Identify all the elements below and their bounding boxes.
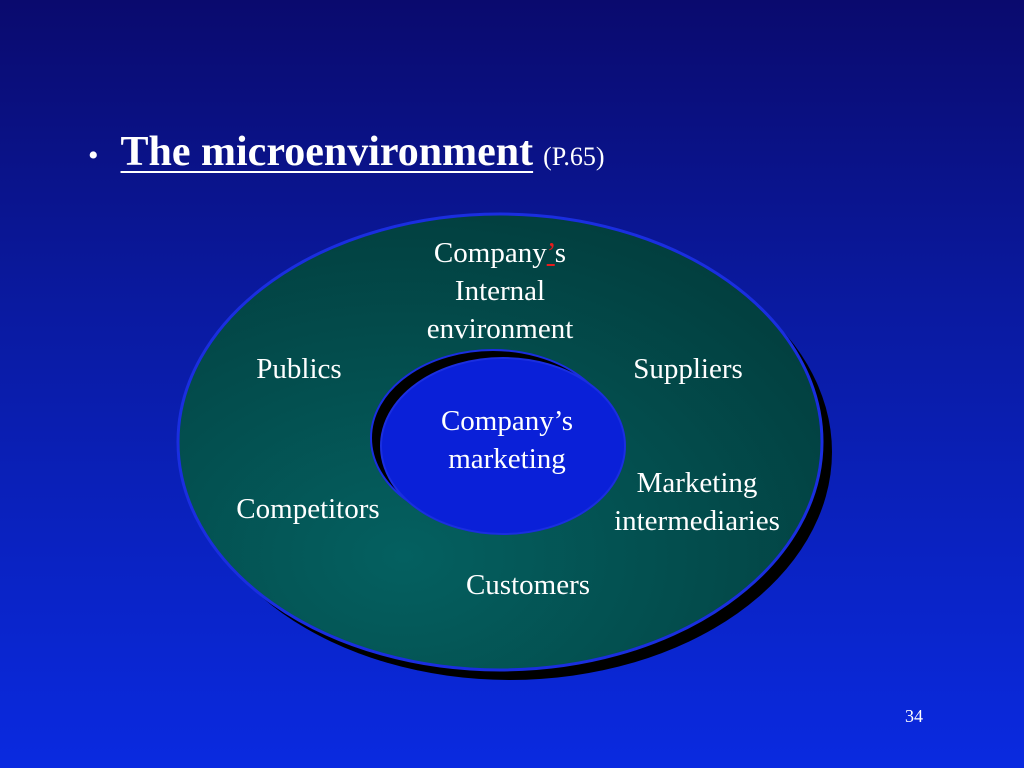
title-text: The microenvironment <box>120 129 534 175</box>
internal-env-line1-start: Company <box>433 237 547 269</box>
slide-title: • The microenvironment (P.65) <box>88 128 605 188</box>
customers-label: Customers <box>465 569 591 601</box>
title-page-reference: (P.65) <box>543 142 605 171</box>
internal-env-apostrophe: ’ <box>546 237 555 269</box>
internal-env-line3: environment <box>426 313 574 345</box>
page-number: 34 <box>905 706 923 726</box>
intermediaries-line2: intermediaries <box>614 505 780 537</box>
inner-circle <box>380 357 626 535</box>
suppliers-label: Suppliers <box>633 353 743 385</box>
internal-env-line1-end: s <box>554 237 567 269</box>
company-marketing-label: Company’s marketing <box>407 402 607 478</box>
competitors-label: Competitors <box>236 493 380 525</box>
publics-label: Publics <box>256 353 342 385</box>
marketing-intermediaries-label: Marketing intermediaries <box>592 464 802 540</box>
bullet-marker: • <box>88 139 99 172</box>
intermediaries-line1: Marketing <box>636 467 758 499</box>
company-marketing-line2: marketing <box>448 443 566 475</box>
internal-env-line2: Internal <box>454 275 546 307</box>
company-marketing-line1: Company’s <box>440 405 574 437</box>
internal-environment-label: Company’s Internal environment <box>400 234 600 348</box>
